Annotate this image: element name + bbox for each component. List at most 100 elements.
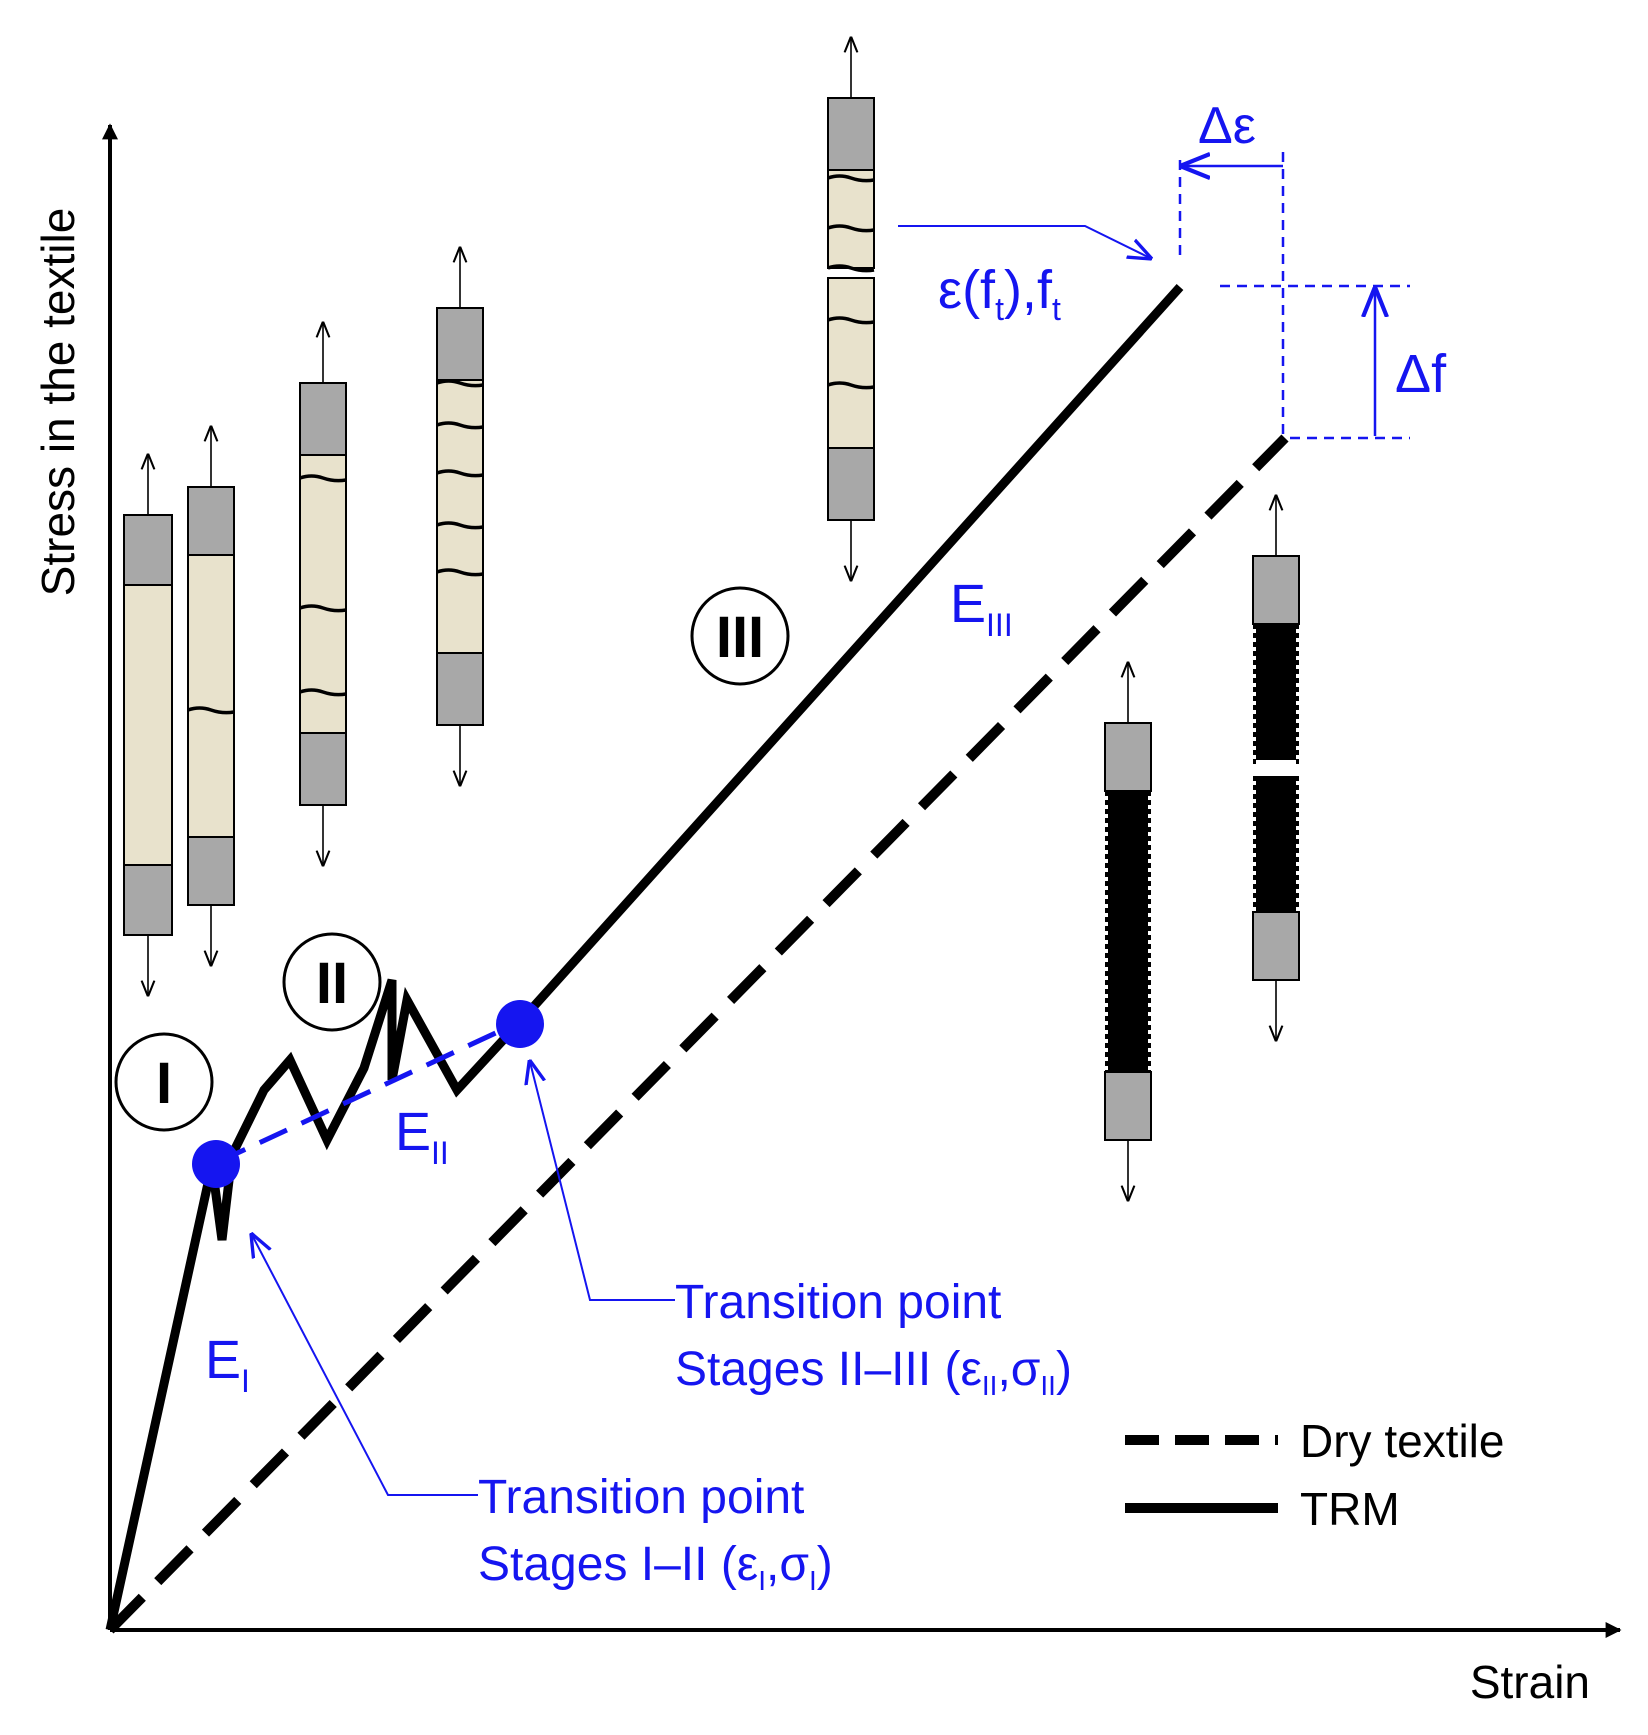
e2-base: E: [395, 1102, 431, 1162]
grip-bottom: [827, 447, 875, 521]
crack-line: [827, 381, 875, 390]
transition-1-line2: Stages I–II (εI,σI): [478, 1538, 833, 1596]
transition-1-leader: [252, 1235, 478, 1496]
textile-rib: [1296, 893, 1299, 898]
textile-rib: [1148, 1052, 1151, 1057]
dry-textile-curve: [106, 434, 1289, 1634]
textile-rib: [1105, 854, 1108, 859]
e3-base: E: [950, 574, 986, 634]
grip-top: [123, 514, 173, 586]
grip-top: [1104, 722, 1152, 792]
textile-rib: [1253, 741, 1256, 746]
textile-rib: [1253, 839, 1256, 844]
stage-3-label: III: [716, 605, 764, 670]
textile-rib: [1148, 998, 1151, 1003]
grip-bottom: [123, 864, 173, 936]
textile-rib: [1105, 1025, 1108, 1030]
textile-rib: [1296, 794, 1299, 799]
textile-rib: [1253, 857, 1256, 862]
specimen-stage-2a: [299, 323, 347, 865]
textile-rib: [1296, 687, 1299, 692]
textile-rib: [1105, 1052, 1108, 1057]
textile-rib: [1253, 705, 1256, 710]
crack-line: [827, 264, 875, 273]
mortar-body: [123, 584, 173, 866]
textile-body: [1256, 624, 1296, 760]
crack-line: [436, 568, 484, 577]
failure-point-label: ε(ft),ft: [938, 260, 1061, 327]
stage-3-marker: III: [690, 586, 790, 686]
grip-bottom: [299, 732, 347, 806]
textile-body: [1108, 791, 1148, 1072]
x-axis-label: Strain: [1470, 1656, 1590, 1708]
textile-rib: [1105, 863, 1108, 868]
textile-rib: [1253, 678, 1256, 683]
textile-rib: [1148, 989, 1151, 994]
textile-rib: [1148, 935, 1151, 940]
textile-rib: [1296, 884, 1299, 889]
crack-line: [436, 469, 484, 478]
textile-rib: [1105, 926, 1108, 931]
textile-rib: [1253, 848, 1256, 853]
crack-line: [299, 604, 347, 613]
textile-rib: [1253, 750, 1256, 755]
textile-rib: [1253, 633, 1256, 638]
grip-top: [1252, 555, 1300, 625]
textile-rib: [1296, 902, 1299, 907]
crack-line: [827, 174, 875, 183]
textile-rib: [1296, 812, 1299, 817]
textile-rib: [1148, 1007, 1151, 1012]
e3-subscript: III: [986, 607, 1013, 643]
y-axis-label: Stress in the textile: [32, 208, 84, 597]
textile-rib: [1105, 989, 1108, 994]
textile-rib: [1148, 836, 1151, 841]
specimen-dry-b: [1252, 496, 1300, 1040]
textile-rib: [1148, 980, 1151, 985]
textile-rib: [1253, 687, 1256, 692]
textile-rib: [1105, 908, 1108, 913]
e1-subscript: I: [241, 1363, 250, 1399]
textile-rib: [1148, 899, 1151, 904]
textile-rib: [1148, 800, 1151, 805]
textile-rib: [1105, 998, 1108, 1003]
e2-subscript: II: [431, 1135, 449, 1171]
textile-rib: [1148, 845, 1151, 850]
textile-rib: [1253, 785, 1256, 790]
textile-rib: [1253, 776, 1256, 781]
specimen-dry-a: [1104, 663, 1152, 1200]
textile-rib: [1105, 1007, 1108, 1012]
textile-rib: [1148, 872, 1151, 877]
textile-body: [1256, 776, 1296, 912]
crack-line: [299, 688, 347, 697]
grip-top: [299, 382, 347, 456]
textile-rib: [1105, 953, 1108, 958]
grip-top: [827, 97, 875, 171]
textile-rib: [1105, 1016, 1108, 1021]
textile-rib: [1296, 830, 1299, 835]
textile-rib: [1148, 953, 1151, 958]
textile-rib: [1148, 1034, 1151, 1039]
specimen-stage-1b: [187, 427, 235, 965]
textile-rib: [1253, 866, 1256, 871]
textile-rib: [1148, 809, 1151, 814]
textile-rib: [1148, 818, 1151, 823]
textile-rib: [1105, 944, 1108, 949]
mortar-body: [187, 554, 235, 838]
textile-rib: [1296, 705, 1299, 710]
textile-rib: [1105, 818, 1108, 823]
grip-top: [187, 486, 235, 556]
textile-rib: [1105, 935, 1108, 940]
legend: Dry textile TRM: [1125, 1415, 1504, 1535]
textile-rib: [1105, 872, 1108, 877]
textile-rib: [1296, 848, 1299, 853]
textile-rib: [1105, 917, 1108, 922]
trm-curve: [105, 283, 1184, 1631]
e1-label: EI: [205, 1330, 250, 1399]
textile-rib: [1296, 624, 1299, 629]
textile-rib: [1105, 1034, 1108, 1039]
textile-rib: [1296, 839, 1299, 844]
transition-2-leader: [530, 1062, 675, 1301]
grip-bottom: [187, 836, 235, 906]
grip-top: [436, 307, 484, 381]
transition-1-line1: Transition point: [478, 1471, 804, 1524]
